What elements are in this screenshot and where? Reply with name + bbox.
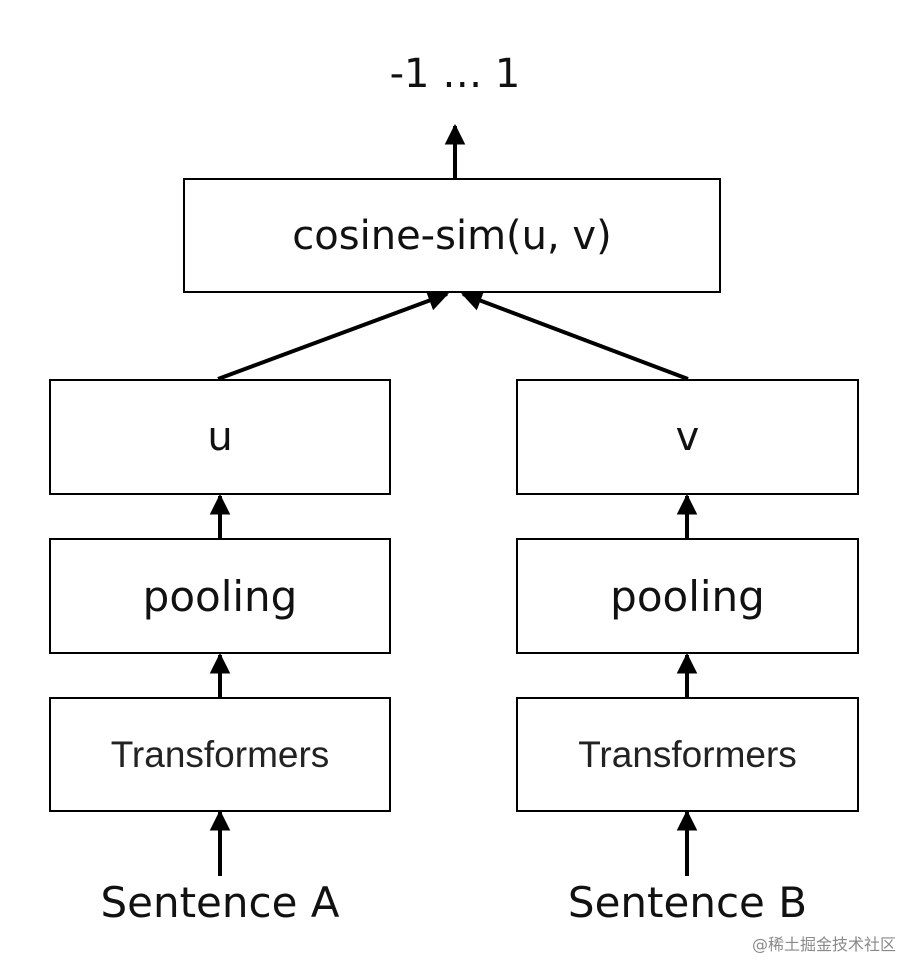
arrow-v-to-similarity xyxy=(461,290,689,381)
pooling-b-node: pooling xyxy=(516,538,859,654)
transformers-a-node: Transformers xyxy=(49,697,391,812)
arrow-u-to-similarity xyxy=(217,290,449,381)
transformers-a-label: Transformers xyxy=(110,733,330,775)
output-range-label: -1 … 1 xyxy=(389,51,521,97)
sentence-b-label: Sentence B xyxy=(567,878,808,927)
embedding-v-label: v xyxy=(675,414,700,460)
sentence-a-label: Sentence A xyxy=(100,878,340,927)
pooling-a-label: pooling xyxy=(142,571,298,621)
transformers-b-node: Transformers xyxy=(516,697,859,812)
embedding-u-node: u xyxy=(49,379,391,495)
pooling-b-label: pooling xyxy=(610,571,765,621)
embedding-u-label: u xyxy=(207,414,233,460)
transformers-b-label: Transformers xyxy=(578,733,797,775)
cosine-similarity-node: cosine-sim(u, v) xyxy=(183,178,721,293)
embedding-v-node: v xyxy=(516,379,859,495)
watermark-label: @稀土掘金技术社区 xyxy=(751,935,896,954)
pooling-a-node: pooling xyxy=(49,538,391,654)
cosine-similarity-label: cosine-sim(u, v) xyxy=(292,212,612,259)
